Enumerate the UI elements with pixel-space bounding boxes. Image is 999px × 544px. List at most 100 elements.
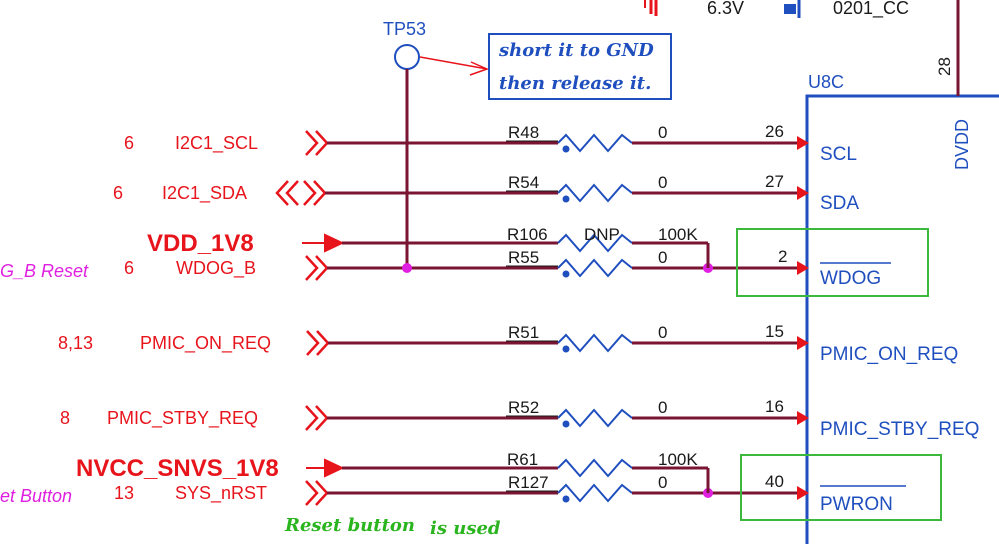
- net-name: WDOG_B: [176, 258, 256, 279]
- resistor-icon: [557, 333, 633, 353]
- net-name: PMIC_ON_REQ: [140, 333, 271, 354]
- res-ref: R55: [508, 248, 539, 267]
- power-pin-number: 28: [935, 57, 954, 76]
- pin1-dot-icon: [562, 145, 570, 153]
- net-name: SYS_nRST: [175, 483, 267, 504]
- net-name: I2C1_SDA: [162, 183, 247, 204]
- res-r61-value: 100K: [658, 450, 698, 469]
- resistor-r61-icon: [557, 458, 633, 478]
- reset-button-note-2: is used: [430, 518, 501, 539]
- offpage-connector-icon: [305, 405, 329, 431]
- pin-arrow-icon: [797, 261, 809, 275]
- pin-number: 16: [765, 397, 784, 416]
- ic-pin-name: SDA: [820, 193, 859, 214]
- pullup-vdd-1v8: VDD_1V8 R106 DNP 100K: [147, 225, 710, 268]
- res-value: 0: [658, 473, 667, 492]
- junction-dot-icon: [402, 263, 412, 273]
- offpage-connector-icon: [305, 255, 329, 281]
- rail-label-nvcc-snvs: NVCC_SNVS_1V8: [76, 455, 279, 482]
- capacitor-symbol-icon: [784, 4, 796, 14]
- res-value: 0: [658, 173, 667, 192]
- ic-ref: U8C: [808, 72, 844, 92]
- net-name: PMIC_STBY_REQ: [107, 408, 258, 429]
- net-name: I2C1_SCL: [175, 133, 258, 154]
- ic-pin-name: SCL: [820, 144, 857, 165]
- res-r106-dnp: DNP: [584, 225, 620, 244]
- resistor-icon: [557, 483, 633, 503]
- ic-pin-name: PMIC_STBY_REQ: [820, 419, 979, 440]
- ic-pin-name: WDOG: [820, 268, 881, 289]
- net-sheet-ref: 6: [113, 183, 123, 203]
- res-ref: R54: [508, 173, 539, 192]
- res-r106-ref: R106: [507, 225, 548, 244]
- offpage-connector-icon: [305, 130, 329, 156]
- res-ref: R48: [508, 123, 539, 142]
- note-line-2: then release it.: [499, 73, 651, 94]
- pin1-dot-icon: [562, 195, 570, 203]
- short-to-gnd-note: short it to GND then release it.: [488, 33, 672, 100]
- resistor-icon: [557, 258, 633, 278]
- net-sheet-ref: 13: [114, 483, 134, 503]
- ic-pin-name: PWRON: [820, 494, 893, 515]
- pin-number: 15: [765, 322, 784, 341]
- pin-arrow-icon: [797, 136, 809, 150]
- net-sheet-ref: 8: [60, 408, 70, 428]
- res-value: 0: [658, 123, 667, 142]
- pin1-dot-icon: [562, 270, 570, 278]
- power-arrow-icon: [306, 458, 345, 478]
- pwron-highlight-box: [740, 454, 942, 521]
- pin-arrow-icon: [797, 411, 809, 425]
- testpoint-circle-icon: [394, 44, 420, 70]
- net-sheet-ref: 6: [124, 258, 134, 278]
- pullup-nvcc-snvs-1v8: NVCC_SNVS_1V8 R61 100K: [76, 450, 710, 493]
- power-pin-name: DVDD: [952, 119, 972, 170]
- res-ref: R127: [508, 473, 549, 492]
- pin-number: 27: [765, 172, 784, 191]
- res-r106-value: 100K: [658, 225, 698, 244]
- wdog-highlight-box: [736, 228, 929, 297]
- offpage-connector-icon: [303, 180, 327, 206]
- note-line-1: short it to GND: [498, 40, 654, 61]
- res-r61-ref: R61: [507, 450, 538, 469]
- resistor-icon: [557, 408, 633, 428]
- rail-label-vdd-1v8: VDD_1V8: [147, 230, 254, 257]
- pin-arrow-icon: [797, 336, 809, 350]
- power-arrow-icon: [302, 233, 345, 253]
- testpoint-label: TP53: [383, 19, 426, 39]
- pin-number: 2: [778, 247, 787, 266]
- pin-arrow-icon: [797, 186, 809, 200]
- reset-button-note-1: Reset button: [284, 515, 415, 536]
- pin1-dot-icon: [562, 420, 570, 428]
- res-value: 0: [658, 248, 667, 267]
- resistor-icon: [557, 183, 633, 203]
- offpage-connector-icon: [305, 480, 329, 506]
- pin1-dot-icon: [562, 345, 570, 353]
- wdog-reset-note: G_B Reset: [0, 261, 89, 281]
- capacitor-package: 0201_CC: [833, 0, 909, 19]
- res-ref: R52: [508, 398, 539, 417]
- capacitor-voltage: 6.3V: [707, 0, 744, 18]
- reset-button-note: et Button: [0, 486, 72, 506]
- res-ref: R51: [508, 323, 539, 342]
- offpage-connector-icon: [306, 330, 330, 356]
- bidir-connector-icon: [275, 180, 299, 206]
- resistor-icon: [557, 133, 633, 153]
- test-point-tp53: TP53: [383, 19, 490, 268]
- net-sheet-ref: 8,13: [58, 333, 93, 353]
- pin-arrow-icon: [797, 486, 809, 500]
- pin1-dot-icon: [562, 495, 570, 503]
- top-partial-components: 6.3V 0201_CC: [644, 0, 960, 20]
- net-sheet-ref: 6: [124, 133, 134, 153]
- pin-number: 40: [765, 472, 784, 491]
- res-value: 0: [658, 323, 667, 342]
- note-arrow-icon: [469, 61, 490, 76]
- res-value: 0: [658, 398, 667, 417]
- ic-pin-name: PMIC_ON_REQ: [820, 344, 958, 365]
